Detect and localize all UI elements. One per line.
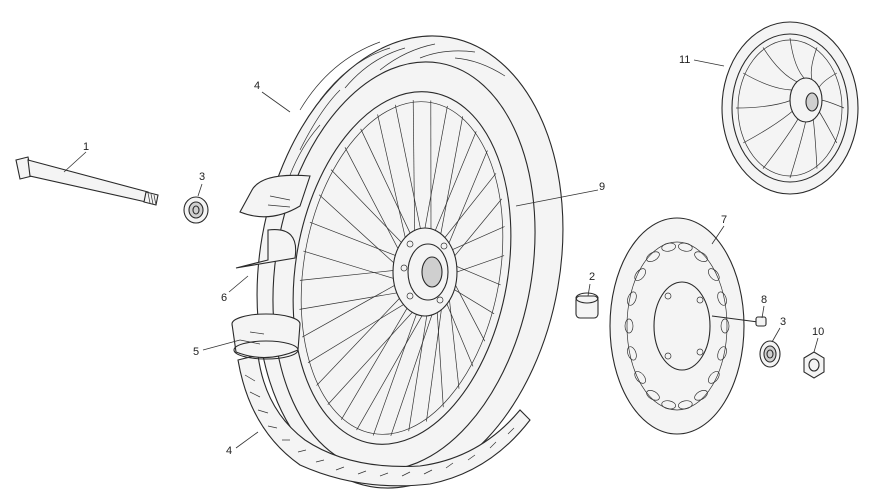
- disc-slot: [708, 268, 720, 281]
- rim-tape-icon: [235, 174, 311, 269]
- disc-slot: [708, 371, 720, 384]
- spoke-line: [447, 288, 460, 389]
- disc-slot: [627, 346, 637, 361]
- cast-spoke: [762, 47, 800, 84]
- callout-9: 9: [599, 181, 605, 193]
- spoke-line: [356, 307, 427, 431]
- spoke-line: [423, 105, 448, 237]
- cast-wheel-icon: [721, 21, 859, 195]
- disc-slot: [717, 291, 727, 306]
- spoke-line: [408, 307, 429, 432]
- offroad-tyre-icon: [237, 354, 531, 487]
- axle-nut-icon: [803, 351, 825, 379]
- disc-slot: [661, 242, 676, 252]
- disc-slot: [646, 390, 660, 401]
- disc-slot: [661, 400, 676, 410]
- cast-spoke: [735, 99, 793, 109]
- spoke-line: [436, 304, 444, 408]
- spoke-line: [390, 304, 436, 437]
- spoke-line: [330, 169, 407, 248]
- brake-disc-icon: [609, 217, 745, 435]
- callout-1: 1: [83, 141, 89, 153]
- spoke-line: [443, 296, 474, 367]
- spoke-line: [372, 306, 420, 436]
- callouts: 1 2 3 3 4 4 5 6 7 8 9 10 11: [63, 54, 824, 457]
- spoke-line: [450, 276, 486, 342]
- disc-slot: [717, 346, 727, 361]
- cast-spoke: [743, 109, 795, 144]
- spoke-line: [309, 221, 402, 259]
- spoke-line: [445, 150, 488, 251]
- spoke-line: [316, 293, 405, 386]
- inner-tube-icon: [231, 313, 301, 360]
- spoke-line: [449, 198, 502, 262]
- callout-7: 7: [721, 214, 727, 226]
- cast-spoke: [762, 117, 800, 169]
- bearing-icon: [759, 340, 781, 368]
- spoke-line: [302, 281, 401, 338]
- spoke-line: [318, 194, 400, 269]
- spoke-line: [360, 128, 414, 240]
- spoke-line: [344, 147, 403, 257]
- callout-2: 2: [589, 271, 595, 283]
- spoke-line: [377, 114, 408, 246]
- disc-slot: [694, 390, 708, 401]
- callout-6: 6: [221, 292, 227, 304]
- disc-slot: [646, 251, 660, 262]
- axle-shaft-icon: [15, 156, 159, 206]
- callout-5: 5: [193, 346, 199, 358]
- disc-slot: [624, 318, 634, 334]
- callout-4-top: 4: [254, 80, 260, 92]
- disc-slot: [678, 400, 693, 410]
- spoke-line: [426, 298, 444, 422]
- spoke-line: [440, 173, 497, 244]
- cast-spoke: [789, 119, 807, 179]
- spoked-wheel-icon: [256, 35, 564, 489]
- spoke-line: [303, 250, 400, 281]
- spoke-line: [394, 104, 423, 237]
- disc-slot: [678, 242, 693, 252]
- disc-slot: [694, 251, 708, 262]
- spoke-line: [340, 301, 412, 420]
- spoke-line: [299, 269, 400, 281]
- spoke-line: [438, 116, 464, 242]
- disc-slot: [720, 318, 730, 334]
- callout-3-left: 3: [199, 171, 205, 183]
- cast-spoke: [743, 72, 794, 91]
- callout-11: 11: [679, 54, 690, 66]
- spoke-line: [327, 306, 418, 405]
- callout-3-right: 3: [780, 316, 786, 328]
- spoke-line: [432, 131, 477, 238]
- spoke-line: [446, 226, 505, 253]
- spoke-line: [448, 286, 495, 315]
- disc-slot: [634, 371, 646, 384]
- spoke-line: [450, 263, 501, 286]
- hub-icon: [392, 227, 458, 317]
- callout-4-bottom: 4: [226, 445, 232, 457]
- spoke-line: [450, 255, 505, 275]
- callout-10: 10: [812, 326, 824, 338]
- bearing-icon: [183, 196, 209, 224]
- spoke-line: [299, 291, 404, 310]
- disc-slot: [627, 291, 637, 306]
- disc-slot: [634, 268, 646, 281]
- callout-8: 8: [761, 294, 767, 306]
- disc-bolt-icon: [711, 315, 767, 327]
- spoke-line: [412, 100, 416, 240]
- spoke-line: [307, 300, 410, 363]
- spacer-bushing-icon: [575, 292, 599, 319]
